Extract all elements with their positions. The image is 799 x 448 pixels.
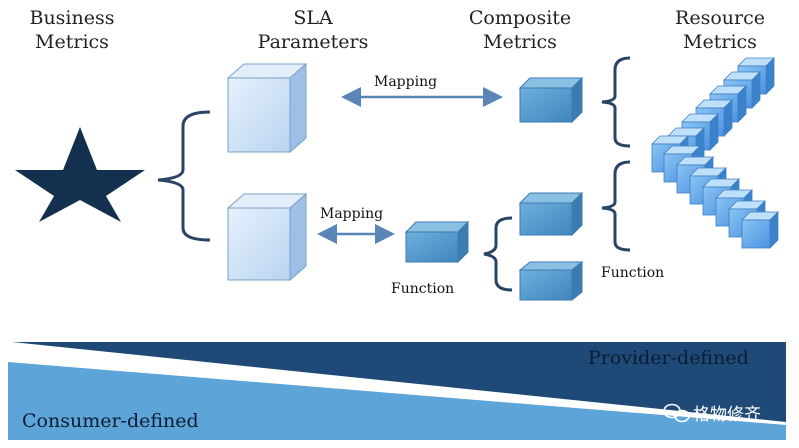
mapping-label-bottom: Mapping (320, 206, 384, 222)
header-resource-line2: Metrics (683, 31, 757, 53)
mapping-label-top: Mapping (374, 74, 438, 90)
consumer-defined-band (8, 362, 786, 440)
header-business-line2: Metrics (35, 31, 109, 53)
consumer-defined-label: Consumer-defined (22, 410, 199, 432)
wechat-watermark-icon (663, 403, 690, 423)
header-sla-parameters: SLA Parameters (223, 6, 403, 54)
provider-defined-label: Provider-defined (588, 347, 749, 369)
header-resource-line1: Resource (675, 7, 765, 29)
bracket-resource-top (601, 56, 631, 148)
header-resource-metrics: Resource Metrics (630, 6, 799, 54)
function-label-right: Function (601, 265, 665, 281)
header-business-line1: Business (29, 7, 115, 29)
provider-defined-band (12, 342, 786, 422)
function-label-middle: Function (391, 281, 455, 297)
sla-parameter-cube-top (226, 62, 308, 154)
business-star-icon (15, 127, 145, 222)
header-sla-line1: SLA (293, 7, 333, 29)
function-cube (404, 220, 470, 264)
sla-parameter-cube-bottom (226, 192, 308, 282)
composite-metric-cube-top (518, 76, 584, 124)
header-composite-line2: Metrics (483, 31, 557, 53)
watermark-text: 格物修齐 (693, 405, 761, 425)
composite-metric-cube-bottom (518, 260, 584, 302)
bracket-business-to-sla (157, 110, 211, 242)
header-business-metrics: Business Metrics (0, 6, 162, 54)
header-composite-line1: Composite (468, 7, 572, 29)
composite-metric-cube-middle (518, 191, 584, 237)
header-sla-line2: Parameters (257, 31, 369, 53)
resource-metric-cubes (651, 57, 779, 249)
bracket-resource-bottom (601, 160, 631, 252)
resource-cube (741, 211, 779, 249)
bracket-function-to-composite (483, 216, 513, 292)
header-composite-metrics: Composite Metrics (430, 6, 610, 54)
